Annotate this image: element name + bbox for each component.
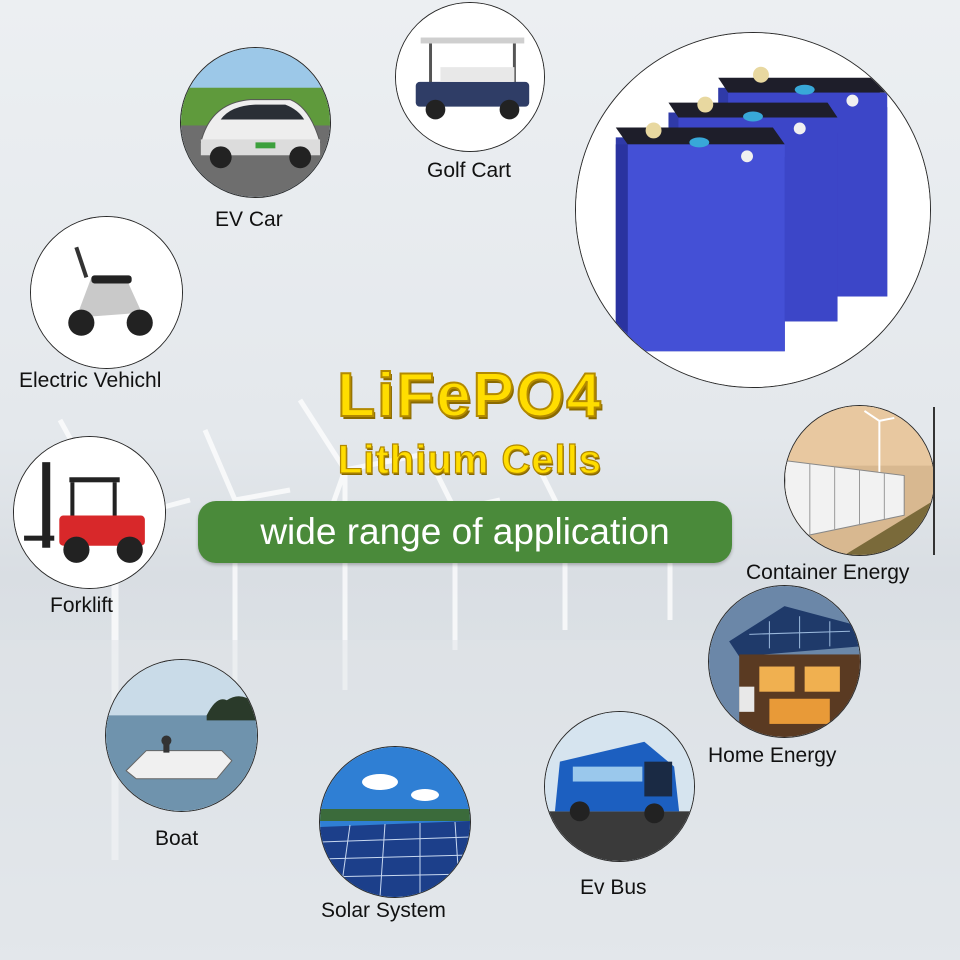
home-energy-label: Home Energy: [708, 744, 837, 767]
electric-vehicle-label: Electric Vehichl: [19, 369, 162, 392]
ev-bus-label: Ev Bus: [580, 876, 647, 899]
ev-car-icon: [181, 48, 330, 197]
golf-cart-image: [395, 2, 545, 152]
container-storage-icon: [785, 406, 934, 555]
electric-vehicle-image: [30, 216, 183, 369]
battery-cells-image: [575, 32, 931, 388]
ev-car-image: [180, 47, 331, 198]
golf-cart-icon: [396, 3, 544, 151]
solar-panel-icon: [320, 747, 470, 897]
battery-cells-icon: [576, 33, 930, 387]
ev-bus-image: [544, 711, 695, 862]
solar-system-image: [319, 746, 471, 898]
ev-car-label: EV Car: [215, 208, 283, 231]
forklift-label: Forklift: [50, 594, 113, 617]
container-energy-label: Container Energy: [746, 561, 910, 584]
product-subtitle: Lithium Cells: [337, 437, 603, 482]
container-energy-image: [784, 405, 935, 556]
product-title: LiFePO4: [336, 360, 603, 431]
scooter-icon: [31, 217, 182, 368]
golf-cart-label: Golf Cart: [427, 159, 512, 182]
boat-image: [105, 659, 258, 812]
bus-icon: [545, 712, 694, 861]
home-energy-image: [708, 585, 861, 738]
forklift-icon: [14, 437, 165, 588]
forklift-image: [13, 436, 166, 589]
boat-label: Boat: [155, 827, 199, 850]
house-solar-icon: [709, 586, 860, 737]
boat-icon: [106, 660, 257, 811]
solar-system-label: Solar System: [321, 899, 446, 922]
container-divider-line: [933, 407, 935, 555]
application-banner: wide range of application: [198, 501, 732, 563]
